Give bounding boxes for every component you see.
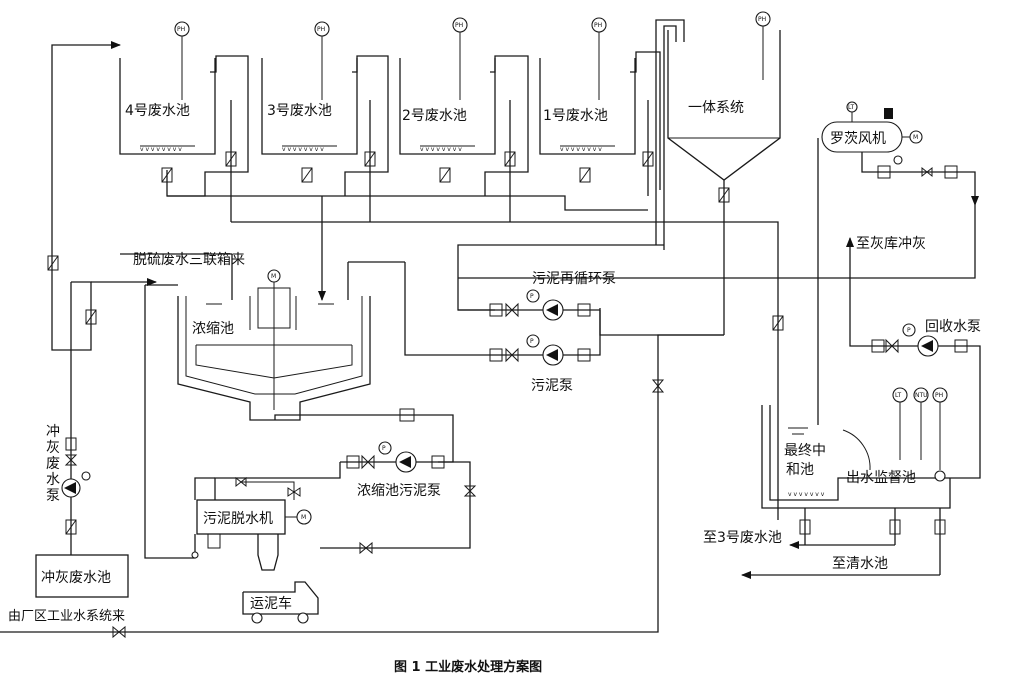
thickener-sludge-pump-label: 浓缩池污泥泵 [357, 483, 441, 499]
ph-icon: PH [932, 387, 948, 403]
pool4-tank [119, 58, 216, 155]
svg-text:PH: PH [177, 26, 185, 33]
pool3-label: 3号废水池 [267, 103, 332, 119]
svg-text:P: P [530, 338, 534, 345]
sludge-recycle-pump-label: 污泥再循环泵 [532, 271, 616, 287]
svg-text:NTU: NTU [915, 392, 928, 399]
integrated-system: PH 一体系统 [457, 11, 781, 336]
flush-ash-group: 冲灰废水池 冲 灰 废 水 泵 [35, 41, 157, 598]
flush-pump-label-1: 灰 [46, 440, 60, 456]
svg-text:LT: LT [848, 104, 855, 111]
truck-label: 运泥车 [250, 595, 292, 612]
svg-text:M: M [301, 514, 306, 521]
pool2-tank [399, 58, 496, 155]
svg-text:M: M [271, 273, 276, 280]
pressure-icon: P [526, 334, 540, 348]
ph-icon: PH [755, 11, 771, 27]
recovery-pump-label: 回收水泵 [925, 319, 981, 335]
pressure-icon: P [378, 441, 392, 455]
svg-text:v v v v v v v v: v v v v v v v v [140, 146, 182, 153]
sludge-pump-group: 污泥再循环泵 P P 污泥泵 [404, 262, 616, 394]
svg-text:LT: LT [895, 392, 902, 399]
blower: 罗茨风机 M LT [821, 101, 979, 206]
pool4-label: 4号废水池 [125, 103, 190, 119]
svg-text:P: P [530, 293, 534, 300]
lt-icon: LT [846, 101, 858, 113]
flush-ash-pool [35, 554, 129, 598]
motor-icon: M [296, 509, 312, 525]
pool2-label: 2号废水池 [402, 108, 467, 124]
pool3-tank [261, 58, 358, 155]
ph-icon: PH [174, 21, 190, 37]
flush-pump-label-2: 废 [46, 456, 60, 472]
svg-text:v v v v v v v v: v v v v v v v v [560, 146, 602, 153]
svg-text:v v v v v v v v: v v v v v v v v [420, 146, 462, 153]
motor-icon: M [909, 130, 923, 144]
final-ponds: v v v v v v v 最终中 和池 出水监督池 LT NTU PH 至3号… [703, 138, 951, 579]
svg-text:PH: PH [758, 16, 766, 23]
wastewater-pools: v v v v v v v v v v v v v v v v v v v v … [119, 17, 779, 520]
svg-text:P: P [382, 445, 386, 452]
recovery-pump-group: P 回收水泵 [849, 278, 981, 479]
recovery-pump-icon [917, 335, 939, 357]
sludge-recycle-pump-icon [542, 299, 564, 321]
svg-text:v v v v v v v v: v v v v v v v v [282, 146, 324, 153]
flush-pump-icon [61, 478, 81, 498]
lt-icon: LT [892, 387, 908, 403]
svg-text:P: P [907, 327, 911, 334]
flush-pump-label-0: 冲 [46, 424, 60, 440]
plant-water-line: 由厂区工业水系统来 [0, 334, 724, 639]
sludge-pump-icon [542, 344, 564, 366]
svg-text:v v v v v v v: v v v v v v v [788, 491, 825, 498]
desulf-label: 脱硫废水三联箱来 [133, 252, 245, 268]
to-ash-label: 至灰库冲灰 [856, 236, 926, 252]
thickener-label: 浓缩池 [192, 321, 234, 337]
blower-label: 罗茨风机 [830, 131, 886, 147]
sludge-pump-label: 污泥泵 [531, 378, 573, 394]
ph-icon: PH [591, 17, 607, 33]
thickener-sludge-pump-group: P 浓缩池污泥泵 [214, 441, 477, 555]
pressure-icon: P [526, 289, 540, 303]
pressure-icon: P [902, 323, 916, 337]
pool1-tank [539, 58, 636, 155]
svg-text:PH: PH [594, 22, 602, 29]
flow-meters [47, 151, 784, 535]
svg-text:PH: PH [317, 26, 325, 33]
sludge-truck: 运泥车 [242, 581, 319, 624]
figure-caption: 图 1 工业废水处理方案图 [394, 659, 542, 675]
from-plant-label: 由厂区工业水系统来 [8, 609, 125, 624]
final-pond-label-1: 最终中 [784, 443, 826, 459]
to-clear-label: 至清水池 [832, 556, 888, 572]
ph-icon: PH [314, 21, 330, 37]
thickener-sludge-pump-icon [395, 451, 417, 473]
flush-ash-pool-label: 冲灰废水池 [41, 570, 111, 586]
motor-icon: M [267, 269, 281, 283]
ph-icon: PH [452, 17, 468, 33]
filter-icon [884, 108, 893, 119]
thickener: M 浓缩池 脱硫废水三联箱来 [120, 252, 454, 463]
svg-text:PH: PH [935, 392, 943, 399]
integrated-label: 一体系统 [688, 100, 744, 116]
svg-text:PH: PH [455, 22, 463, 29]
svg-text:M: M [913, 134, 918, 141]
monitor-pond-label: 出水监督池 [846, 470, 916, 486]
final-pond-label-2: 和池 [786, 462, 814, 478]
pool1-label: 1号废水池 [543, 108, 608, 124]
dewatering: 污泥脱水机 M [144, 284, 312, 571]
flush-pump-label-4: 泵 [46, 488, 60, 504]
ntu-icon: NTU [913, 387, 929, 403]
dewater-label: 污泥脱水机 [203, 511, 273, 527]
to-pool3-label: 至3号废水池 [703, 530, 782, 546]
flush-pump-label-3: 水 [46, 472, 60, 488]
